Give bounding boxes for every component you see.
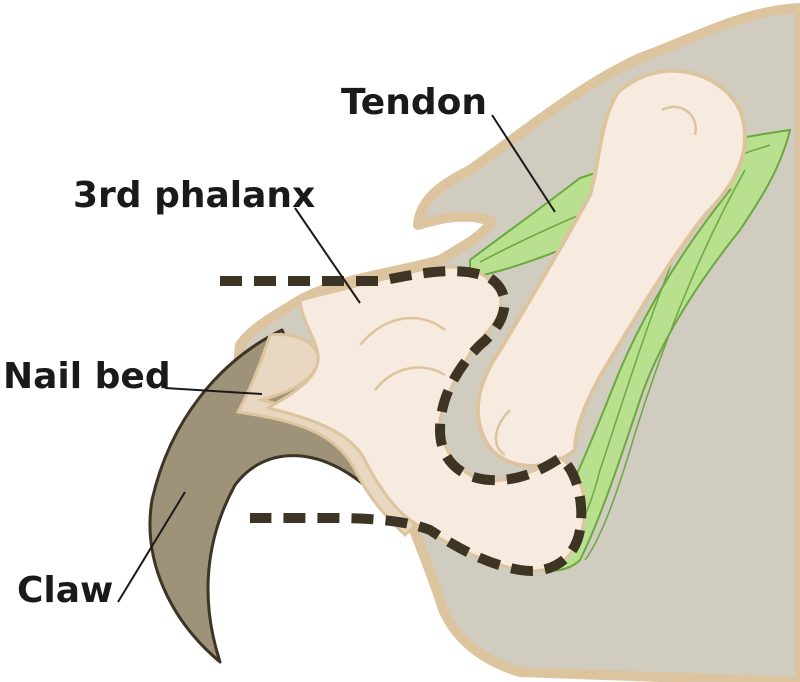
bone-contour: [494, 409, 511, 457]
third-phalanx-leader-line: [294, 207, 361, 304]
nail-bed-label: Nail bed: [3, 356, 171, 397]
nail-bed-leader-line: [164, 387, 263, 395]
third-phalanx-label: 3rd phalanx: [73, 175, 315, 216]
claw-label: Claw: [17, 570, 113, 611]
tendon-label: Tendon: [341, 82, 487, 123]
claw-leader-line: [117, 491, 186, 603]
second-phalanx: [475, 68, 748, 468]
bone-contour: [661, 105, 698, 136]
tendon-fiber: [584, 169, 746, 561]
bone-contour: [359, 316, 446, 346]
cut-line: [220, 266, 587, 576]
tendon-leader-line: [491, 114, 556, 213]
bone-contour: [374, 366, 446, 391]
